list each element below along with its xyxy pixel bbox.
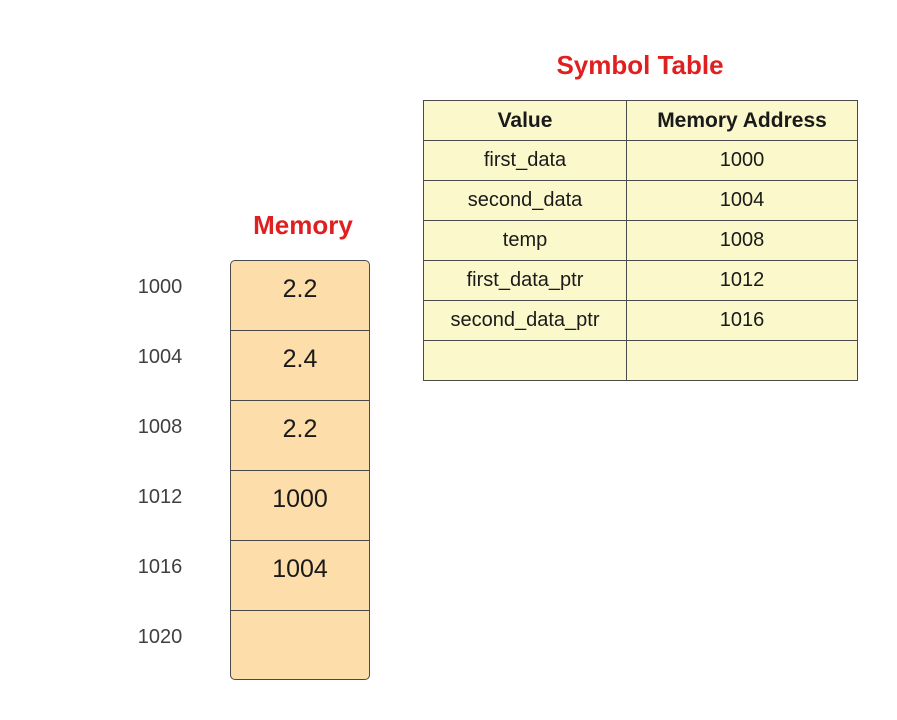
table-row: first_data_ptr 1012: [423, 260, 858, 301]
memory-address-label: 1008: [137, 416, 183, 438]
symbol-table: Value Memory Address first_data 1000 sec…: [423, 100, 858, 381]
cell-address: 1000: [626, 140, 858, 181]
memory-cell: 2.2: [231, 401, 369, 471]
table-row: temp 1008: [423, 220, 858, 261]
memory-cell: 1000: [231, 471, 369, 541]
header-value: Value: [423, 100, 627, 141]
memory-address-label: 1004: [137, 346, 183, 368]
memory-address-label: 1000: [137, 276, 183, 298]
memory-cell: 1004: [231, 541, 369, 611]
table-row: [423, 340, 858, 381]
memory-address-label: 1016: [137, 556, 183, 578]
cell-value: [423, 340, 627, 381]
cell-address: [626, 340, 858, 381]
cell-address: 1004: [626, 180, 858, 221]
memory-cell: 2.2: [231, 261, 369, 331]
memory-address-label: 1020: [137, 626, 183, 648]
cell-address: 1008: [626, 220, 858, 261]
memory-title: Memory: [253, 210, 353, 240]
cell-value: first_data_ptr: [423, 260, 627, 301]
memory-address-label: 1012: [137, 486, 183, 508]
symbol-table-header-row: Value Memory Address: [423, 100, 858, 141]
memory-block: 2.2 2.4 2.2 1000 1004: [230, 260, 370, 680]
table-row: second_data 1004: [423, 180, 858, 221]
cell-value: first_data: [423, 140, 627, 181]
symbol-table-title: Symbol Table: [556, 50, 724, 80]
memory-cell: 2.4: [231, 331, 369, 401]
cell-value: temp: [423, 220, 627, 261]
memory-cell: [231, 611, 369, 679]
cell-address: 1016: [626, 300, 858, 341]
cell-value: second_data_ptr: [423, 300, 627, 341]
table-row: second_data_ptr 1016: [423, 300, 858, 341]
cell-address: 1012: [626, 260, 858, 301]
cell-value: second_data: [423, 180, 627, 221]
table-row: first_data 1000: [423, 140, 858, 181]
header-memory-address: Memory Address: [626, 100, 858, 141]
